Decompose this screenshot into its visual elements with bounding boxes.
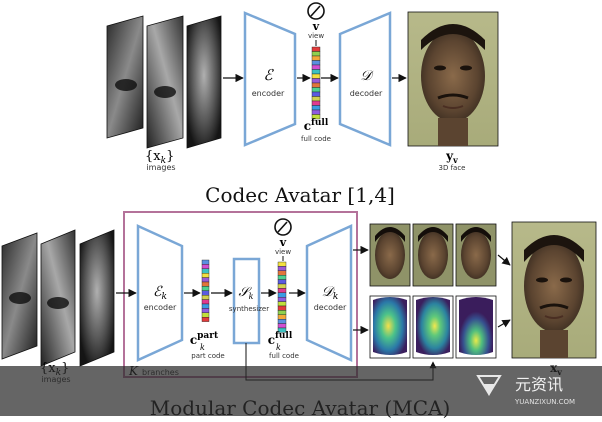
- top-output-face: [407, 11, 499, 147]
- full-code-label: full code: [269, 352, 299, 360]
- code-cell: [277, 327, 287, 333]
- code-cell: [201, 317, 210, 322]
- code-cell: [277, 292, 287, 298]
- code-cell: [277, 270, 287, 276]
- full-code-symbol: cfull: [268, 331, 293, 347]
- code-cell: [311, 105, 321, 111]
- top-full-code-label: full code: [301, 135, 331, 143]
- code-cell: [277, 323, 287, 329]
- part-code-label: part code: [191, 352, 224, 360]
- code-cell: [201, 259, 210, 265]
- code-cell: [311, 55, 321, 61]
- top-encoder-label: encoder: [252, 89, 285, 98]
- code-cell: [311, 100, 321, 106]
- top-view-icon: [307, 2, 325, 20]
- code-cell: [311, 78, 321, 84]
- full-code-sub: k: [276, 343, 281, 352]
- top-output-label: 3D face: [439, 164, 466, 172]
- top-view-label: view: [308, 32, 324, 40]
- code-cell: [277, 310, 287, 315]
- top-decoder-shape: [338, 11, 392, 147]
- code-cell: [277, 279, 287, 285]
- code-cell: [201, 277, 210, 283]
- top-decoder-symbol: 𝒟: [360, 68, 374, 84]
- code-cell: [201, 303, 210, 309]
- bottom-arrow-masks-out: [497, 319, 511, 328]
- top-view-symbol: v: [312, 20, 320, 33]
- bottom-view-icon: [274, 218, 292, 236]
- code-cell: [311, 46, 321, 52]
- code-cell: [201, 268, 210, 274]
- watermark-brand: 元资讯: [515, 375, 563, 394]
- top-encoder-shape: [243, 11, 297, 147]
- code-cell: [277, 266, 287, 271]
- top-output-symbol: yv: [445, 149, 458, 165]
- code-cell: [311, 73, 321, 79]
- watermark-logo-icon: [476, 375, 502, 396]
- bottom-decoder-symbol: 𝒟k: [322, 284, 339, 302]
- top-images-symbol: {xk}: [145, 149, 174, 166]
- code-cell: [277, 275, 287, 280]
- bottom-part-masks: [369, 295, 497, 359]
- part-code-bar: [201, 259, 210, 322]
- part-code-sub: k: [200, 343, 205, 352]
- full-code-bar: [277, 261, 287, 333]
- bottom-encoder-symbol: ℰk: [153, 284, 167, 302]
- code-cell: [277, 283, 287, 289]
- code-cell: [201, 264, 210, 269]
- code-cell: [311, 87, 321, 93]
- synthesizer-label: synthesizer: [229, 305, 269, 313]
- bottom-encoder-shape: [136, 224, 184, 362]
- code-cell: [277, 297, 287, 302]
- code-cell: [311, 82, 321, 88]
- watermark-url: YUANZIXUN.COM: [514, 398, 575, 406]
- code-cell: [201, 281, 210, 287]
- code-cell: [311, 64, 321, 70]
- code-cell: [201, 290, 210, 296]
- code-cell: [311, 60, 321, 66]
- bottom-input-images: [1, 229, 115, 367]
- code-cell: [311, 109, 321, 115]
- code-cell: [277, 305, 287, 311]
- top-full-code-bar: [311, 46, 321, 120]
- code-cell: [201, 299, 210, 305]
- bottom-encoder-label: encoder: [144, 303, 177, 312]
- top-encoder-symbol: ℰ: [263, 66, 274, 84]
- code-cell: [277, 314, 287, 320]
- code-cell: [277, 261, 287, 267]
- code-cell: [311, 96, 321, 102]
- bottom-view-symbol: v: [279, 236, 287, 249]
- synthesizer-box: [232, 257, 261, 345]
- code-cell: [311, 114, 321, 120]
- code-cell: [277, 301, 287, 307]
- part-code-symbol: cpart: [190, 331, 219, 347]
- code-cell: [311, 91, 321, 97]
- code-cell: [277, 319, 287, 324]
- code-cell: [201, 308, 210, 313]
- code-cell: [201, 273, 210, 278]
- bottom-decoder-shape: [305, 224, 353, 362]
- watermark: 元资讯 YUANZIXUN.COM: [0, 366, 602, 416]
- code-cell: [311, 51, 321, 57]
- bottom-view-label: view: [275, 248, 291, 256]
- top-full-code-symbol: cfull: [304, 118, 329, 133]
- code-cell: [277, 288, 287, 293]
- bottom-decoder-label: decoder: [314, 303, 347, 312]
- code-cell: [201, 295, 210, 300]
- code-cell: [311, 69, 321, 75]
- bottom-part-faces: [369, 223, 497, 287]
- top-images-label: images: [146, 163, 175, 172]
- code-cell: [201, 286, 210, 291]
- bottom-arrow-faces-out: [497, 254, 511, 266]
- top-decoder-label: decoder: [350, 89, 383, 98]
- top-title: Codec Avatar [1,4]: [205, 183, 395, 207]
- bottom-output-face: [511, 221, 597, 359]
- code-cell: [201, 312, 210, 318]
- top-input-images: [106, 15, 222, 149]
